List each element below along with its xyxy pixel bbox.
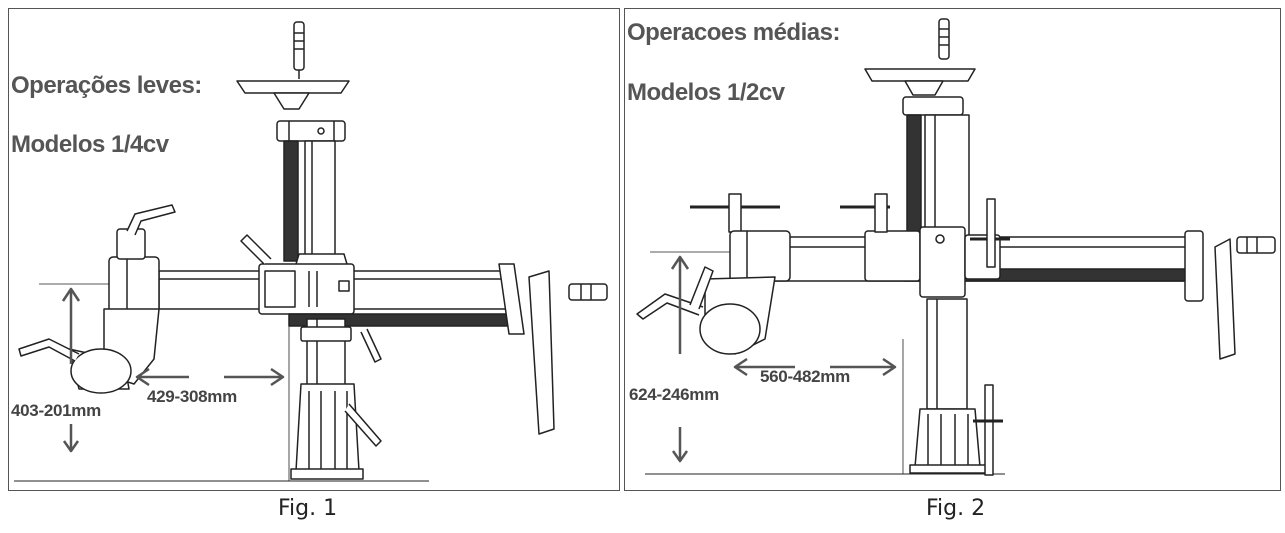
column-base (295, 383, 360, 472)
base-t-handle (973, 384, 1003, 476)
head-assembly (729, 230, 791, 282)
figure-2-panel: Operacoes médias: Modelos 1/2cv 624-246m… (624, 8, 1281, 491)
tapping-arm-drawing-light (14, 21, 608, 482)
top-handle (293, 21, 305, 71)
handwheel (236, 80, 350, 94)
figure-1-vertical-range: 403-201mm (11, 401, 101, 420)
threaded-rod (906, 114, 922, 241)
upper-collar (902, 96, 964, 116)
head-lever (126, 204, 176, 236)
clamp-lever (240, 234, 272, 265)
dimension-arrows (670, 255, 897, 463)
arm-clamp-main (919, 226, 966, 298)
threaded-rod (283, 140, 299, 262)
figure-2-horizontal-range: 560-482mm (760, 367, 850, 386)
figure-2-vertical-range: 624-246mm (629, 385, 719, 404)
side-handle (1236, 236, 1276, 254)
lower-lever (360, 328, 382, 363)
figure-2-subtitle: Modelos 1/2cv (627, 79, 785, 106)
figure-1-horizontal-range: 429-308mm (147, 387, 237, 406)
dimension-arrows (61, 287, 285, 453)
t-handle-mid (840, 193, 890, 233)
figure-2-caption: Fig. 2 (926, 496, 986, 521)
base-lock-lever (344, 403, 382, 447)
t-handle-right (970, 198, 1010, 268)
handwheel (864, 68, 976, 82)
end-bracket (498, 263, 525, 335)
tapping-arm-drawing-medium (636, 18, 1276, 476)
arm-clamp-left (864, 230, 921, 282)
vertical-column (304, 140, 336, 262)
side-handle (568, 283, 608, 301)
figure-2-title: Operacoes médias: (627, 19, 840, 46)
figure-1-subtitle: Modelos 1/4cv (11, 131, 169, 158)
t-handle-left (690, 193, 780, 233)
upper-collar (276, 120, 346, 142)
top-handle (938, 18, 950, 60)
figure-1-title: Operações leves: (11, 72, 202, 99)
left-lever (18, 338, 80, 362)
head-assembly (108, 256, 160, 313)
vertical-column (924, 114, 970, 241)
left-lever (636, 293, 704, 320)
column-base (914, 408, 981, 468)
end-bracket (1184, 230, 1204, 302)
figure-1-caption: Fig. 1 (278, 496, 338, 521)
counterweight-plate (528, 270, 555, 435)
counterweight-plate (1214, 238, 1236, 360)
figure-1-panel: Operações leves: Modelos 1/4cv 403-201mm… (8, 8, 620, 491)
lower-column (926, 298, 968, 410)
